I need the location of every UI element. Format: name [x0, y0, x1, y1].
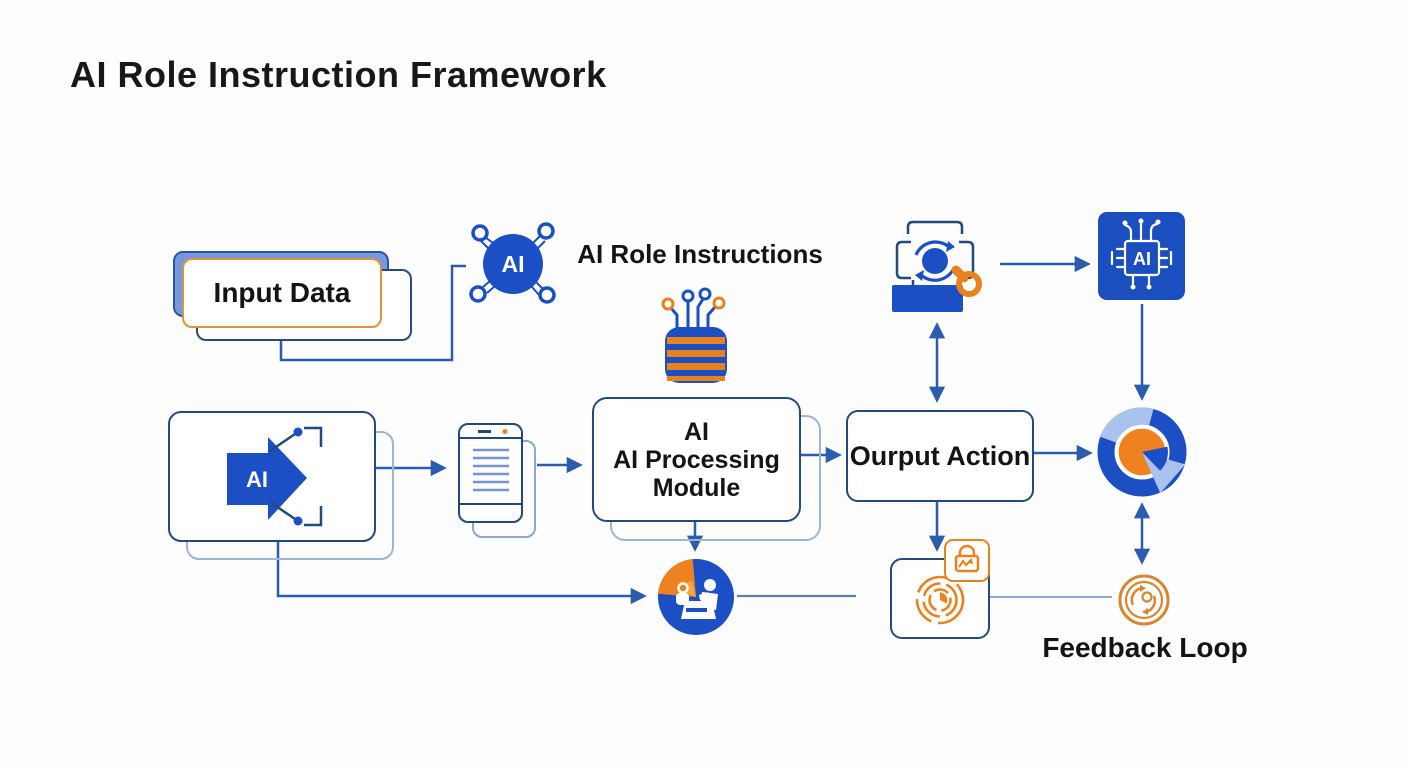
- processing-module-node: AI AI Processing Module: [592, 397, 801, 522]
- output-action-node: Ourput Action: [846, 410, 1034, 502]
- processing-module-line3: Module: [652, 473, 741, 502]
- ai-role-instructions-label: AI Role Instructions: [577, 239, 823, 269]
- output-action-label: Ourput Action: [849, 440, 1031, 471]
- ai-network-label: AI: [502, 251, 525, 277]
- ai-source-label: AI: [246, 467, 268, 492]
- ai-chip-label: AI: [1133, 249, 1151, 269]
- processing-module-line1: AI: [684, 417, 709, 446]
- input-data-node: Input Data: [182, 258, 382, 328]
- maze-chart-icon: [915, 575, 965, 625]
- page-title: AI Role Instruction Framework: [70, 54, 607, 95]
- phone-document-icon: [458, 423, 523, 523]
- lock-chart-badge-icon: [944, 539, 990, 582]
- feedback-loop-icon: [1118, 574, 1170, 626]
- processing-module-line2: AI Processing: [613, 445, 780, 474]
- feedback-loop-label: Feedback Loop: [1042, 632, 1248, 663]
- ai-arrow-icon: AI: [227, 426, 323, 527]
- process-search-icon: [892, 220, 982, 312]
- ai-source-node: AI: [168, 411, 376, 542]
- chip-wires-icon: [661, 287, 727, 383]
- ai-network-icon: AI: [469, 222, 556, 304]
- input-data-label: Input Data: [213, 277, 351, 308]
- ai-chip-icon: AI: [1098, 212, 1185, 300]
- people-pie-icon: [658, 559, 734, 635]
- donut-chart-icon: [1097, 407, 1187, 497]
